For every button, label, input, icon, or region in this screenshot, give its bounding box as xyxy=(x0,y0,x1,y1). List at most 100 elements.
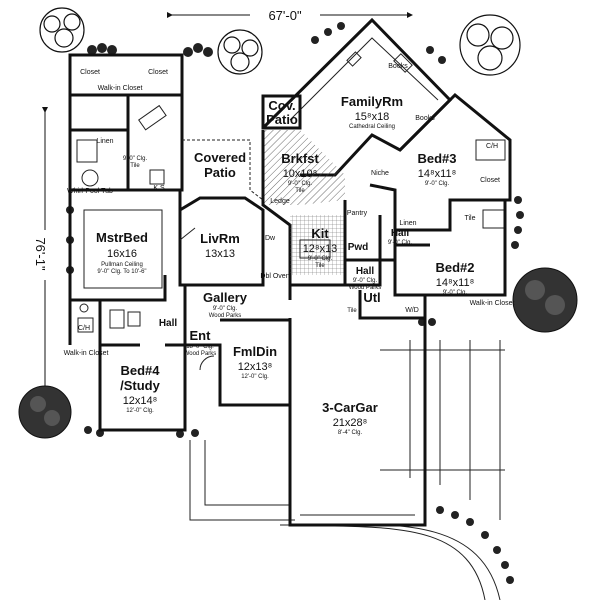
garage-walls xyxy=(288,318,427,527)
linen-label-hall: Linen xyxy=(399,220,416,227)
entry-note: 18'-0" Clg. xyxy=(186,344,214,350)
gallery-name: Gallery xyxy=(203,290,248,305)
kitchen-note2: Tile xyxy=(315,263,325,269)
cov-patio-name: Cov. xyxy=(268,98,295,113)
utility-label: Utl Tile xyxy=(347,290,380,314)
hall-left-name: Hall xyxy=(159,318,178,329)
covered-patio-name2: Patio xyxy=(204,165,236,180)
master-bedroom-note2: 9'-0" Clg. To 10'-6" xyxy=(97,269,146,275)
wd-label: W/D xyxy=(405,307,419,314)
bedroom-2-note: 9'-0" Clg. xyxy=(443,290,468,296)
hall-mid-label: Hall 9'-0" Clg. Wood Parks xyxy=(349,266,382,291)
master-bath-label: 9'-0" Clg. Tile xyxy=(123,156,148,169)
shrubs xyxy=(66,22,524,584)
living-room-name: LivRm xyxy=(200,231,240,246)
bedroom-4-note: 12'-0" Clg. xyxy=(126,408,154,414)
formal-dining-name: FmlDin xyxy=(233,344,277,359)
bedroom-2-walls xyxy=(393,200,507,297)
bedroom-3-dim: 14⁸x11⁸ xyxy=(418,168,456,180)
family-room-name: FamilyRm xyxy=(341,94,403,109)
bedroom-4-label: Bed#4 /Study 12x14⁸ 12'-0" Clg. xyxy=(120,363,160,414)
cov-patio-label: Cov. Patio xyxy=(266,98,298,127)
breakfast-dim: 10x10⁸ xyxy=(283,168,318,180)
gallery-note: 9'-0" Clg. xyxy=(213,306,238,312)
master-bedroom-name: MstrBed xyxy=(96,230,148,245)
kitchen-label: Kit 12⁸x13 9'-0" Clg. Tile xyxy=(303,226,338,269)
garage-label: 3-CarGar 21x28⁸ 8'-4" Clg. xyxy=(322,400,378,436)
entry-name: Ent xyxy=(190,328,212,343)
walk-in-closet-label-bed2: Walk-in Closet xyxy=(470,300,515,307)
kitchen-dim: 12⁸x13 xyxy=(303,243,338,255)
living-room-label: LivRm 13x13 xyxy=(200,231,240,260)
bedroom-4-dim: 12x14⁸ xyxy=(123,395,158,407)
bedroom-3-label: Bed#3 14⁸x11⁸ 9'-0" Clg. xyxy=(417,151,456,187)
breakfast-name: Brkfst xyxy=(281,151,319,166)
hall-right-name: Hall xyxy=(391,228,410,239)
family-room-label: FamilyRm 15⁸x18 Cathedral Ceiling xyxy=(341,94,403,130)
tree-left xyxy=(18,385,72,439)
family-room-note: Cathedral Ceiling xyxy=(349,124,395,130)
closet-label-bed3: Closet xyxy=(480,177,500,184)
powder-name: Pwd xyxy=(348,242,369,253)
books-label-1: Books xyxy=(388,63,408,70)
gallery-label: Gallery 9'-0" Clg. Wood Parks xyxy=(203,290,248,319)
closet-label-master-2: Closet xyxy=(148,69,168,76)
breakfast-note2: Tile xyxy=(295,188,305,194)
utility-note: Tile xyxy=(347,308,357,314)
kitchen-area xyxy=(290,200,347,285)
walk-in-closet-label-bed4: Walk-in Closet xyxy=(64,350,109,357)
master-bath-note2: Tile xyxy=(130,163,140,169)
garage-note: 8'-4" Clg. xyxy=(338,430,363,436)
bedroom-4-name: Bed#4 xyxy=(120,363,160,378)
tree-right xyxy=(512,267,578,333)
master-bedroom-dim: 16x16 xyxy=(107,248,137,260)
breakfast-label: Brkfst 10x10⁸ 9'-0" Clg. Tile xyxy=(281,151,319,194)
niche-label: Niche xyxy=(371,170,389,177)
master-bath-note: 9'-0" Clg. xyxy=(123,156,148,162)
entry-label: Ent 18'-0" Clg. Wood Parks xyxy=(184,328,217,357)
dbl-oven-label: Dbl Oven xyxy=(260,273,289,280)
dw-label: Dw xyxy=(265,235,276,242)
cov-patio-walls xyxy=(261,94,302,130)
tree-top-right xyxy=(459,14,521,76)
hall-mid-note: 9'-0" Clg. xyxy=(353,278,378,284)
books-label-2: Books xyxy=(415,115,435,122)
covered-patio xyxy=(182,139,264,201)
cov-patio-name2: Patio xyxy=(266,112,298,127)
master-suite-walls xyxy=(68,53,184,192)
covered-patio-label: Covered Patio xyxy=(194,150,246,180)
tree-top-left xyxy=(39,7,85,53)
ks-label: K.S. xyxy=(153,185,166,192)
utility-name: Utl xyxy=(363,290,380,305)
living-room-walls xyxy=(178,196,265,287)
bedroom-3-note: 9'-0" Clg. xyxy=(425,181,450,187)
covered-patio-name: Covered xyxy=(194,150,246,165)
hall-mid-note2: Wood Parks xyxy=(349,285,382,291)
master-bedroom-walls xyxy=(68,188,182,302)
formal-dining-label: FmlDin 12x13⁸ 12'-0" Clg. xyxy=(233,344,277,380)
bedroom-2-dim: 14⁸x11⁸ xyxy=(436,277,474,289)
walk-in-closet-label-master: Walk-in Closet xyxy=(98,85,143,92)
entry-note2: Wood Parks xyxy=(184,351,217,357)
depth-dimension-label: 76'-1" xyxy=(33,237,48,271)
driveway xyxy=(189,340,505,600)
kitchen-note: 9'-0" Clg. xyxy=(308,256,333,262)
gallery-note2: Wood Parks xyxy=(209,313,242,319)
tree-top-center xyxy=(217,29,263,75)
whirlpool-tub-label: Whirl-Pool Tub xyxy=(67,188,113,195)
ledge-label: Ledge xyxy=(270,198,290,205)
hall-right-note: 9'-0" Clg. xyxy=(388,240,413,246)
linen-label-master: Linen xyxy=(96,138,113,145)
kitchen-name: Kit xyxy=(311,226,329,241)
hall-right-label: Hall 9'-0" Clg. xyxy=(388,228,413,246)
master-bedroom-note: Pullman Ceiling xyxy=(101,262,143,268)
hall-mid-name: Hall xyxy=(356,266,375,277)
powder-label: Pwd xyxy=(348,242,369,253)
pantry-label: Pantry xyxy=(347,210,368,217)
formal-dining-dim: 12x13⁸ xyxy=(238,361,273,373)
family-room-dim: 15⁸x18 xyxy=(355,111,390,123)
hall-utility-walls xyxy=(288,258,427,320)
width-dimension-label: 67'-0" xyxy=(268,8,302,23)
tile-label-bath: Tile xyxy=(464,215,475,222)
